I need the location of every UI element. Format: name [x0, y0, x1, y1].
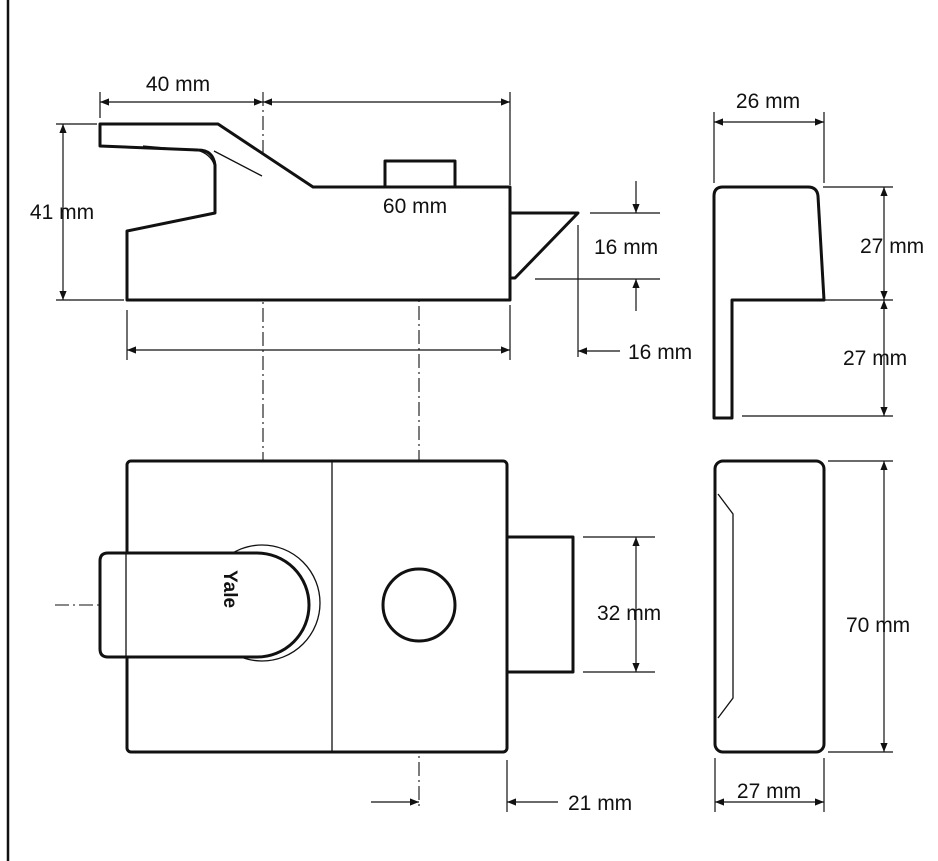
dim-label-60mm: 60 mm: [383, 195, 447, 218]
dim-label-26mm: 26 mm: [736, 90, 800, 113]
top-view: [98, 122, 580, 302]
dim-label-21mm: 21 mm: [568, 792, 632, 815]
top-view-latch-bolt: [508, 211, 580, 280]
dim-label-16mm-bolt: 16 mm: [594, 236, 658, 259]
end-view-chamfer-line: [717, 493, 734, 719]
dim-label-70mm: 70 mm: [846, 614, 910, 637]
dim-label-40mm: 40 mm: [146, 73, 210, 96]
front-view-latch-bolt: [505, 535, 575, 674]
front-view-knob: [98, 551, 311, 659]
top-view-cylinder-boss: [383, 159, 457, 189]
front-view-cylinder-hole: [381, 567, 457, 643]
side-view-body: [712, 185, 826, 420]
dim-label-16mm-throw: 16 mm: [628, 341, 692, 364]
end-view-dimensions: 70 mm 27 mm: [714, 460, 910, 812]
dim-label-27mm-lower: 27 mm: [843, 347, 907, 370]
dim-label-41mm: 41 mm: [30, 201, 94, 224]
front-view-dimensions: 32 mm 21 mm: [371, 536, 661, 815]
dim-label-27mm-end: 27 mm: [737, 780, 801, 803]
side-view-dimensions: 26 mm 27 mm 27 mm: [713, 90, 924, 417]
end-view-body: [713, 459, 826, 754]
front-view: Yale: [98, 459, 575, 754]
top-view-handle-inner-edge: [142, 145, 263, 177]
yale-logo-text: Yale: [219, 570, 240, 608]
end-view: [713, 459, 826, 754]
dim-label-27mm-upper: 27 mm: [860, 235, 924, 258]
dim-label-32mm: 32 mm: [597, 602, 661, 625]
side-view: [712, 185, 826, 420]
top-view-dimensions: 40 mm 41 mm 60 mm 16 mm 16 mm: [30, 73, 692, 364]
top-view-body: [98, 122, 512, 302]
